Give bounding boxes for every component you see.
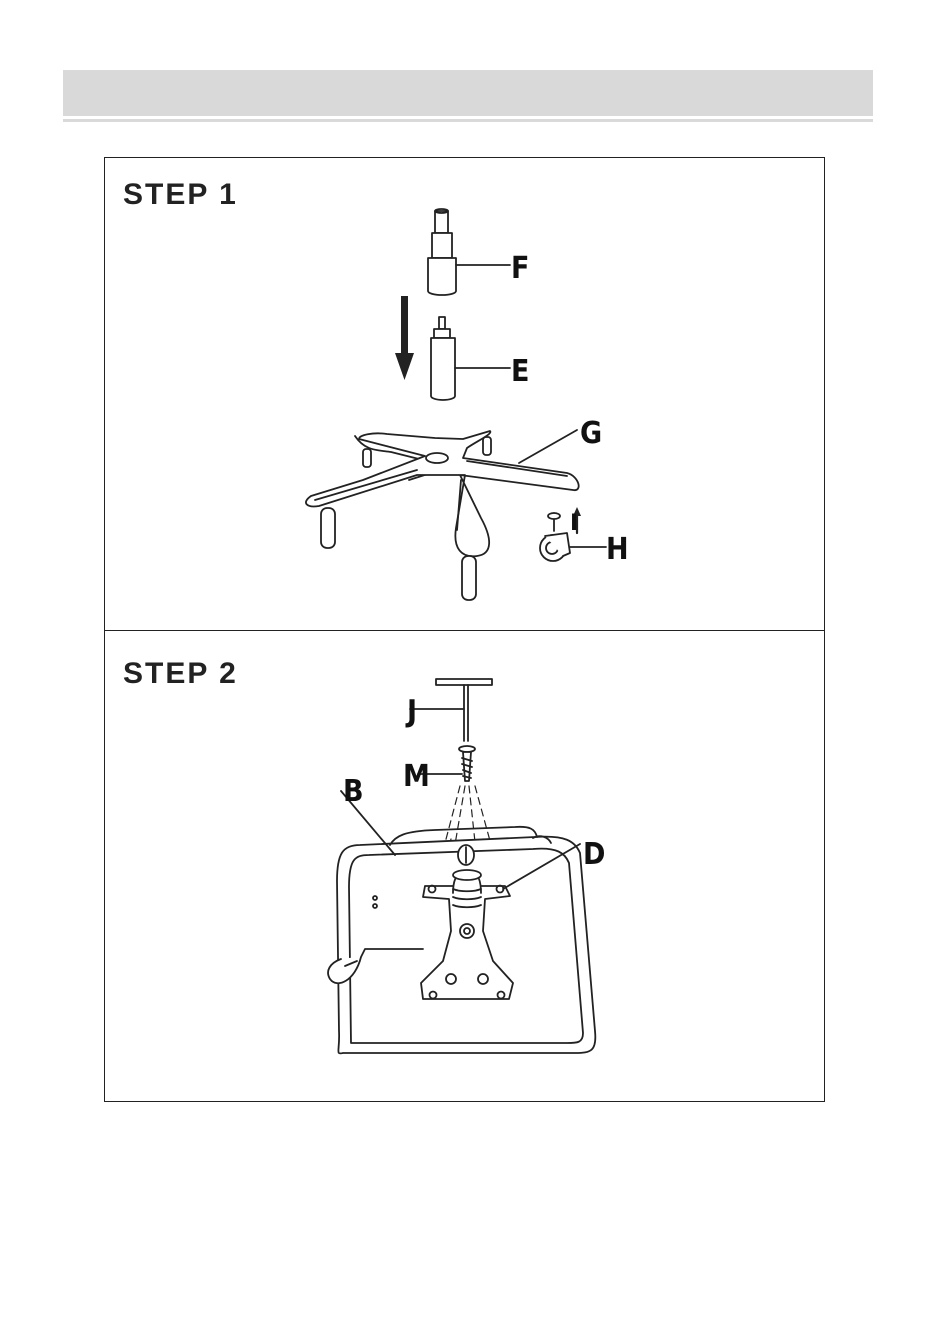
label-i: I	[570, 511, 578, 536]
